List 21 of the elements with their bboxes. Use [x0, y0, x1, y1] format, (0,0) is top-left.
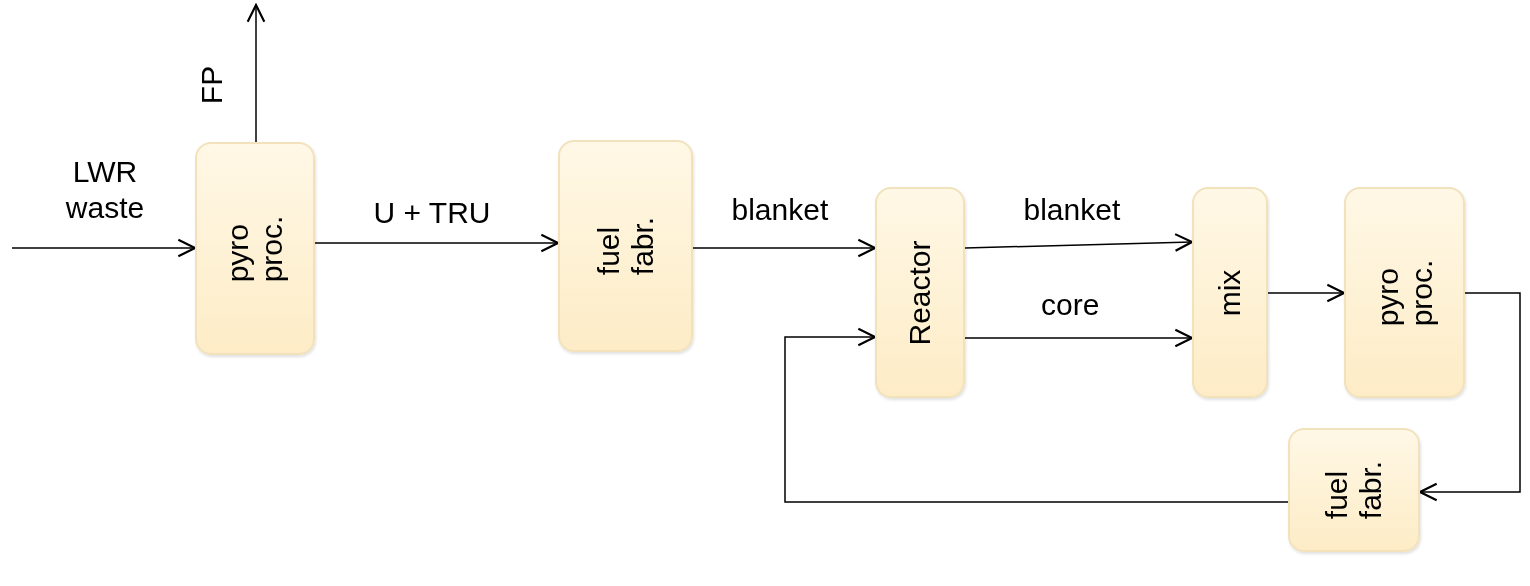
process-label: mix: [1213, 269, 1247, 316]
arrow: [784, 327, 1289, 503]
process-label: Reactor: [903, 240, 937, 345]
process-label: fuel fabr.: [591, 216, 660, 276]
process-box: [1288, 428, 1420, 552]
process-box: [875, 187, 965, 398]
arrow: [11, 238, 197, 258]
arrow: [692, 238, 877, 258]
arrow: [246, 3, 266, 143]
process-box: [195, 142, 315, 355]
arrow: [964, 233, 1194, 252]
arrow: [964, 328, 1194, 348]
process-label: pyro proc.: [1370, 259, 1439, 326]
arrow: [314, 233, 560, 253]
process-label: fuel fabr.: [1320, 460, 1388, 520]
process-box: [1192, 187, 1268, 398]
process-box: [558, 140, 693, 352]
process-box: [1344, 187, 1465, 398]
arrow: [1418, 292, 1521, 502]
process-label: pyro proc.: [221, 215, 289, 282]
arrow: [1267, 283, 1346, 303]
